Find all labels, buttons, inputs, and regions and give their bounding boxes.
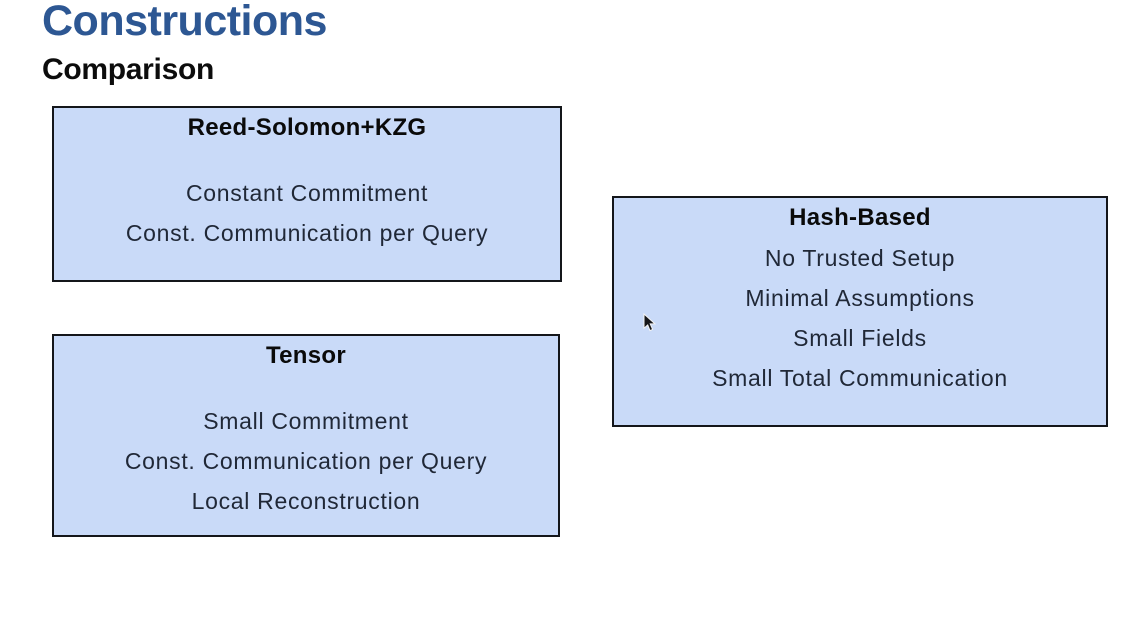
box-item: Local Reconstruction bbox=[191, 488, 421, 514]
box-title-gap bbox=[54, 376, 558, 401]
page-title: Constructions bbox=[42, 0, 327, 45]
box-item: Minimal Assumptions bbox=[745, 285, 975, 311]
construction-box-hash-based: Hash-Based No Trusted Setup Minimal Assu… bbox=[612, 196, 1108, 427]
mouse-cursor-icon bbox=[643, 313, 656, 332]
box-title-reed-solomon-kzg: Reed-Solomon+KZG bbox=[187, 114, 427, 141]
box-title-tensor: Tensor bbox=[265, 342, 347, 369]
box-item: Small Total Communication bbox=[712, 365, 1008, 391]
box-item: Small Fields bbox=[793, 325, 927, 351]
construction-box-reed-solomon-kzg: Reed-Solomon+KZG Constant Commitment Con… bbox=[52, 106, 562, 282]
box-item: Constant Commitment bbox=[185, 180, 429, 206]
box-item: Const. Communication per Query bbox=[124, 448, 488, 474]
box-item: Small Commitment bbox=[203, 408, 409, 434]
page-subtitle: Comparison bbox=[42, 53, 215, 86]
box-title-gap bbox=[54, 148, 560, 173]
box-item: No Trusted Setup bbox=[764, 245, 956, 271]
box-item: Const. Communication per Query bbox=[125, 220, 489, 246]
construction-box-tensor: Tensor Small Commitment Const. Communica… bbox=[52, 334, 560, 537]
box-title-hash-based: Hash-Based bbox=[789, 204, 931, 231]
